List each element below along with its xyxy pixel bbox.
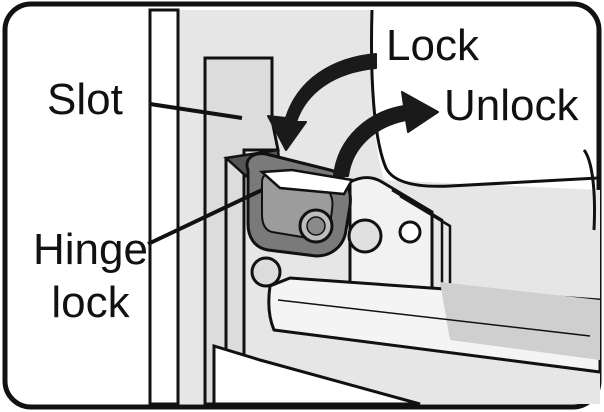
curved-arrow-left-icon [267,53,377,151]
slot-label: Slot [47,75,123,124]
base-plate [212,343,421,406]
left-boss [250,256,282,288]
right-post [582,149,596,231]
bracket-bolt [347,218,383,254]
slot-leader-line [149,102,243,120]
roller-shadow [440,282,600,360]
roller-highlight [277,299,591,337]
hinge-lock-top [258,168,354,196]
hinge-lock-label-line2: lock [51,277,130,327]
side-wall [148,8,180,406]
hinge-leader-line [147,188,263,246]
hinge-lock-label: Hinge lock [33,224,148,330]
bracket-hole [398,220,422,244]
lock-label: Lock [386,21,479,70]
hinge-lock-label-line1: Hinge [33,225,148,274]
hinge-pivot-cap [306,216,326,236]
unlock-label: Unlock [444,81,579,130]
slot-rail [203,56,280,406]
curved-arrow-right-icon [333,91,439,177]
bracket-edge-2 [399,194,452,306]
